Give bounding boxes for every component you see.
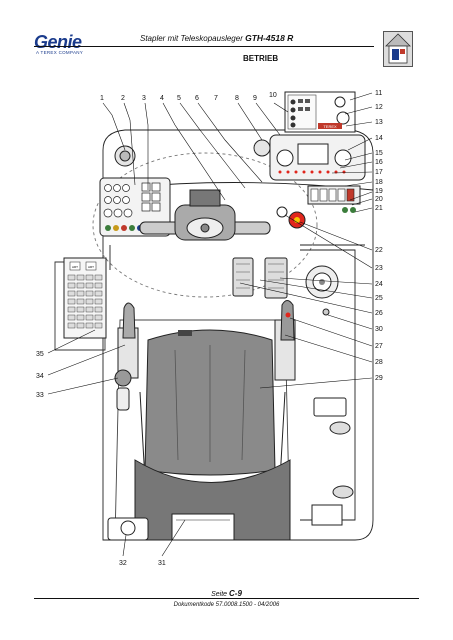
brand-tag: TEREX [323, 124, 337, 129]
callout-31: 31 [158, 560, 166, 567]
cup-holder [329, 421, 351, 435]
genie-logo: Genie [34, 32, 82, 52]
title-prefix: Stapler mit Teleskopausleger [140, 34, 243, 43]
callout-33: 33 [36, 392, 44, 399]
center-display [269, 134, 366, 181]
callout-11: 11 [375, 90, 382, 97]
callout-9: 9 [253, 95, 257, 102]
callout-8: 8 [235, 95, 239, 102]
callout-23: 23 [375, 265, 383, 272]
lower-storage [311, 504, 343, 526]
section-title: BETRIEB [243, 54, 279, 63]
callout-15: 15 [375, 150, 383, 157]
callout-35: 35 [36, 351, 44, 358]
callout-24: 24 [375, 281, 383, 288]
callout-20: 20 [375, 196, 383, 203]
fuel-gauge-center [119, 150, 131, 162]
right-switch-row [307, 185, 361, 213]
footer-rule [34, 598, 419, 599]
callout-labels: 1 2 3 4 5 6 8 9 10 7 11 12 13 14 15 16 1… [36, 90, 383, 567]
callout-27: 27 [375, 343, 383, 350]
ignition-key [276, 206, 288, 218]
callout-7: 7 [214, 95, 218, 102]
power-socket [120, 520, 136, 536]
steering-wheel [92, 152, 318, 298]
callout-34: 34 [36, 373, 44, 380]
home-icon [383, 31, 413, 67]
keypad-label-b: ART [88, 265, 94, 269]
callout-6: 6 [195, 95, 199, 102]
callout-3: 3 [142, 95, 146, 102]
callout-5: 5 [177, 95, 181, 102]
document-code: Dokumentkode 57.0008.1500 - 04/2006 [173, 602, 280, 608]
callout-29: 29 [375, 375, 383, 382]
header-rule [34, 46, 374, 47]
callout-4: 4 [160, 95, 164, 102]
model-name: GTH-4518 R [245, 33, 294, 43]
storage-tray [313, 397, 347, 417]
page-number: Seite C-9 [0, 589, 453, 598]
operator-seat [134, 329, 291, 541]
home-button[interactable] [383, 31, 413, 67]
left-keypad: ART ART [63, 257, 107, 339]
callout-16: 16 [375, 159, 383, 166]
pedals [232, 257, 288, 299]
left-joystick [114, 302, 139, 411]
callout-19: 19 [375, 188, 383, 195]
callout-12: 12 [375, 104, 383, 111]
callout-21: 21 [375, 205, 383, 212]
leader-lines [47, 92, 373, 557]
callout-13: 13 [375, 119, 383, 126]
callout-17: 17 [375, 169, 383, 176]
callout-18: 18 [375, 179, 383, 186]
callout-1: 1 [100, 95, 104, 102]
storage-compartment [171, 513, 235, 541]
callout-22: 22 [375, 247, 383, 254]
steering-column [139, 189, 271, 241]
gauge-right [253, 139, 271, 157]
callout-26: 26 [375, 310, 383, 317]
keypad-label-a: ART [72, 265, 78, 269]
indicator-inset: TEREX [284, 91, 356, 133]
document-title: Stapler mit Teleskopausleger GTH-4518 R [140, 33, 293, 43]
callout-14: 14 [375, 135, 383, 142]
panel-line [109, 244, 365, 270]
callout-30: 30 [375, 326, 383, 333]
right-joystick [274, 300, 296, 381]
cup-holder-lower [332, 485, 354, 499]
callout-2: 2 [121, 95, 125, 102]
callout-10: 10 [269, 92, 277, 99]
callout-25: 25 [375, 295, 383, 302]
small-knob [322, 308, 330, 316]
callout-32: 32 [119, 560, 127, 567]
page-header: Genie A TEREX COMPANY Stapler mit Telesk… [0, 0, 453, 80]
logo-subtext: A TEREX COMPANY [36, 50, 84, 55]
callout-28: 28 [375, 359, 383, 366]
page-number-value: C-9 [229, 589, 242, 598]
page-label: Seite [211, 591, 228, 598]
